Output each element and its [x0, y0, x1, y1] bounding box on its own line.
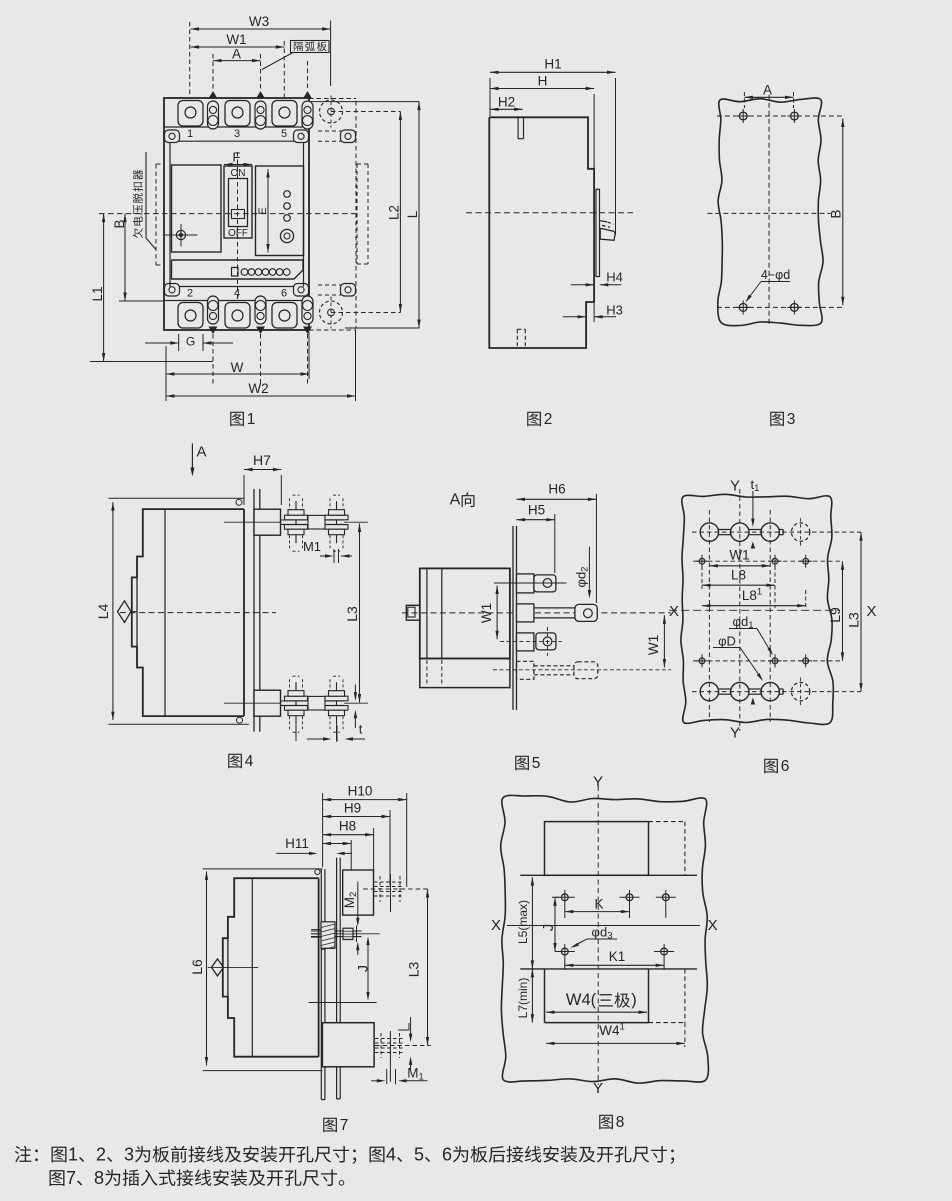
svg-text:φD: φD: [718, 634, 736, 649]
svg-text:OFF: OFF: [228, 228, 248, 239]
svg-text:7: 7: [340, 1117, 349, 1134]
svg-text:H6: H6: [548, 482, 565, 497]
svg-text:W: W: [231, 360, 244, 375]
svg-text:H10: H10: [348, 784, 373, 799]
svg-text:B: B: [829, 209, 844, 218]
svg-text:4: 4: [245, 753, 254, 770]
svg-text:E: E: [257, 207, 269, 214]
svg-text:W41: W41: [599, 1021, 625, 1038]
svg-text:H7: H7: [253, 452, 271, 468]
svg-text:L1: L1: [90, 286, 105, 301]
svg-text:L8: L8: [731, 568, 746, 583]
svg-text:X: X: [669, 603, 679, 620]
svg-text:L5(max): L5(max): [516, 900, 530, 944]
svg-text:G: G: [186, 335, 195, 349]
svg-text:W1: W1: [479, 603, 494, 623]
svg-text:K: K: [594, 897, 603, 912]
svg-text:H1: H1: [544, 57, 561, 72]
svg-text:H11: H11: [285, 836, 309, 851]
svg-text:H5: H5: [528, 503, 545, 518]
svg-text:1: 1: [247, 411, 256, 428]
svg-text:W4(: W4(: [566, 991, 597, 1009]
svg-text:1: 1: [187, 128, 193, 140]
svg-text:Y: Y: [730, 478, 740, 495]
svg-text:H9: H9: [344, 801, 361, 816]
svg-text:H8: H8: [339, 819, 356, 834]
svg-text:W2: W2: [248, 381, 268, 396]
svg-text:L: L: [405, 210, 420, 218]
svg-text:6: 6: [442, 1145, 452, 1165]
svg-text:L3: L3: [846, 612, 862, 628]
svg-text:L2: L2: [387, 205, 402, 220]
svg-text:3: 3: [234, 128, 240, 140]
svg-text:W1: W1: [646, 635, 661, 655]
svg-text:3: 3: [787, 411, 796, 428]
svg-text:L3: L3: [344, 606, 360, 622]
svg-text:4−φd: 4−φd: [761, 268, 790, 282]
svg-text:Y: Y: [593, 1080, 603, 1097]
svg-text:H: H: [538, 74, 548, 89]
svg-text:L4: L4: [95, 604, 111, 620]
svg-text:A: A: [196, 444, 206, 461]
svg-text:6: 6: [281, 288, 287, 300]
svg-text:X: X: [491, 917, 501, 934]
svg-text:X: X: [866, 603, 876, 620]
svg-text:H3: H3: [606, 303, 623, 318]
svg-text:K1: K1: [609, 949, 626, 964]
svg-text:H2: H2: [498, 95, 515, 110]
svg-text:): ): [631, 991, 637, 1009]
svg-text:t1: t1: [751, 477, 760, 494]
svg-text:W1: W1: [226, 32, 246, 47]
svg-text:1: 1: [68, 1145, 78, 1165]
svg-text:H4: H4: [606, 270, 623, 285]
svg-text:2: 2: [187, 288, 193, 300]
svg-text:L7(min): L7(min): [516, 978, 530, 1019]
svg-text:8: 8: [616, 1114, 625, 1131]
svg-text:5: 5: [414, 1145, 424, 1165]
svg-text:A: A: [763, 83, 772, 98]
svg-text:5: 5: [281, 128, 287, 140]
svg-text:t: t: [359, 722, 363, 737]
svg-text:J: J: [355, 965, 371, 972]
svg-text:2: 2: [544, 411, 553, 428]
svg-text:6: 6: [781, 758, 790, 775]
svg-text:7: 7: [66, 1168, 76, 1188]
svg-text:2: 2: [96, 1145, 106, 1165]
svg-text:F: F: [233, 150, 241, 165]
svg-text:4: 4: [234, 288, 240, 300]
svg-text:A: A: [232, 47, 241, 62]
svg-text:B: B: [112, 219, 127, 228]
svg-text:M1: M1: [303, 539, 321, 554]
svg-text:5: 5: [532, 755, 541, 772]
svg-text:L6: L6: [189, 959, 205, 975]
svg-text:Y: Y: [593, 774, 603, 791]
svg-text:3: 3: [124, 1145, 134, 1165]
svg-text:W1: W1: [729, 548, 749, 563]
svg-text:L9: L9: [827, 607, 843, 623]
svg-text:L3: L3: [406, 962, 422, 978]
svg-text:X: X: [708, 917, 718, 934]
svg-text:J: J: [540, 924, 557, 932]
svg-text:A: A: [450, 492, 461, 509]
svg-text:W3: W3: [249, 14, 269, 29]
svg-text:8: 8: [94, 1168, 104, 1188]
svg-text:4: 4: [386, 1145, 396, 1165]
svg-text:Y: Y: [730, 725, 740, 742]
svg-text:ON: ON: [231, 168, 246, 179]
